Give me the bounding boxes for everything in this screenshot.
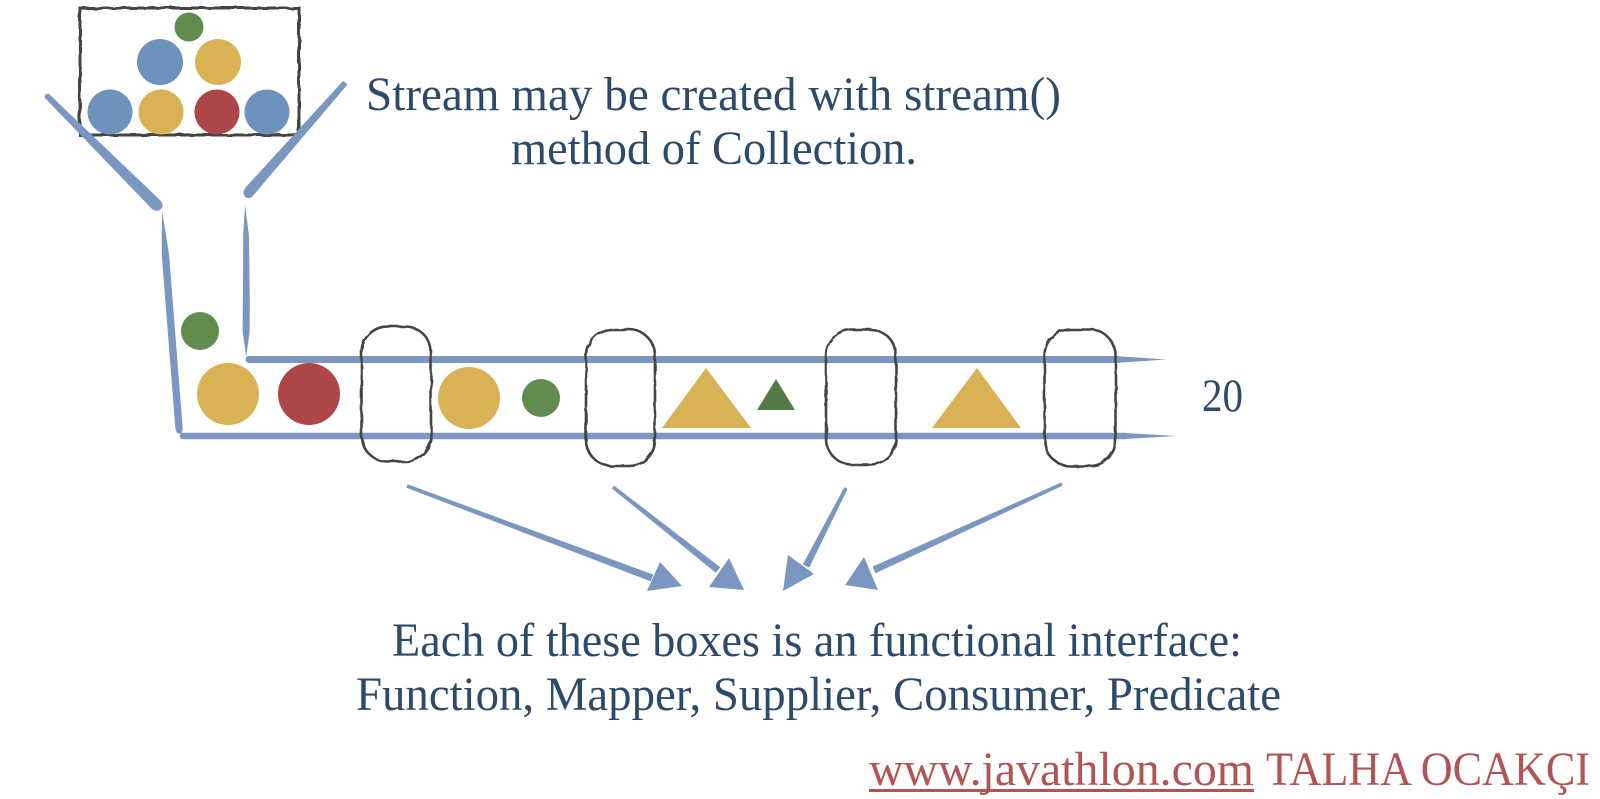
svg-text:www.javathlon.com: www.javathlon.com (869, 743, 1254, 796)
svg-text:20: 20 (1202, 370, 1243, 422)
svg-text:Function, Mapper, Supplier, Co: Function, Mapper, Supplier, Consumer, Pr… (356, 668, 1281, 721)
svg-text:TALHA OCAKÇI: TALHA OCAKÇI (1266, 743, 1590, 796)
svg-text:method of Collection.: method of Collection. (511, 122, 917, 175)
svg-text:Each of these boxes is an func: Each of these boxes is an functional int… (392, 614, 1242, 667)
svg-text:Stream may be created with str: Stream may be created with stream() (366, 68, 1061, 121)
